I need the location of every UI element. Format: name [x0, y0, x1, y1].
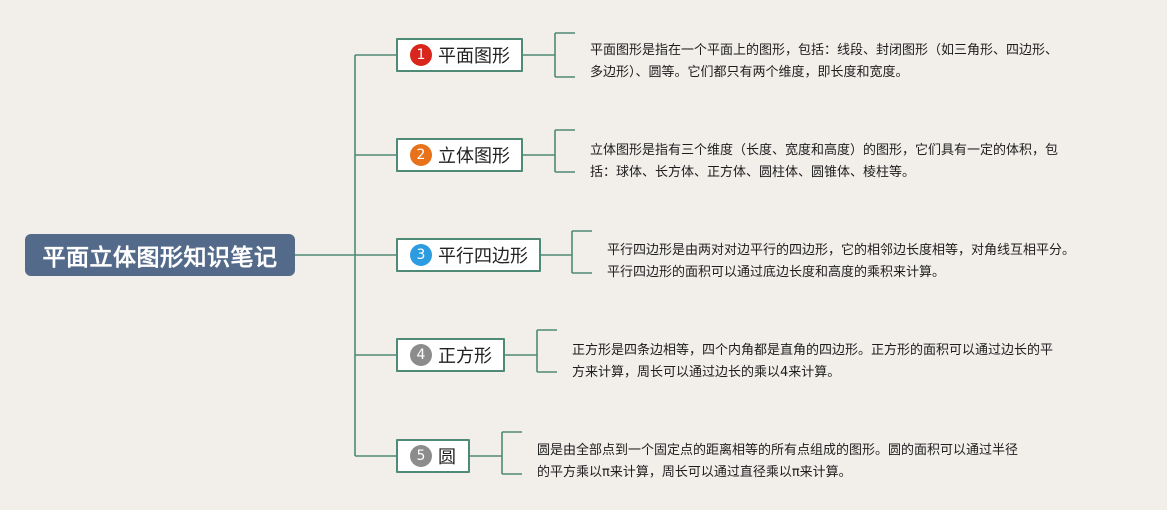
topic-square[interactable]: 4 正方形 [396, 338, 505, 372]
number-1-icon: 1 [410, 44, 432, 66]
number-4-icon: 4 [410, 344, 432, 366]
root-title: 平面立体图形知识笔记 [42, 245, 278, 271]
topic-description-2: 立体图形是指有三个维度（长度、宽度和高度）的图形，它们具有一定的体积，包括：球体… [590, 143, 1059, 180]
topic-description-4: 正方形是四条边相等，四个内角都是直角的四边形。正方形的面积可以通过边长的平方来计… [572, 343, 1054, 380]
topic-description-1: 平面图形是指在一个平面上的图形，包括：线段、封闭图形（如三角形、四边形、多边形）… [590, 43, 1059, 80]
number-3-icon: 3 [410, 244, 432, 266]
topic-label: 正方形 [438, 346, 492, 367]
detail-bracket-2 [523, 129, 575, 173]
root-topic[interactable]: 平面立体图形知识笔记 [25, 234, 295, 276]
topic-label: 平面图形 [438, 46, 510, 67]
detail-bracket-5 [470, 431, 522, 475]
topic-label: 平行四边形 [438, 246, 528, 267]
detail-bracket-4 [505, 329, 557, 373]
topic-solid-figure[interactable]: 2 立体图形 [396, 138, 523, 172]
topic-description-5: 圆是由全部点到一个固定点的距离相等的所有点组成的图形。圆的面积可以通过半径的平方… [537, 443, 1019, 480]
topic-label: 圆 [438, 447, 456, 468]
topic-circle[interactable]: 5 圆 [396, 439, 470, 473]
number-5-icon: 5 [410, 445, 432, 467]
topic-plane-figure[interactable]: 1 平面图形 [396, 38, 523, 72]
topic-label: 立体图形 [438, 146, 510, 167]
detail-bracket-3 [541, 230, 592, 274]
topic-parallelogram[interactable]: 3 平行四边形 [396, 238, 541, 272]
number-2-icon: 2 [410, 144, 432, 166]
detail-bracket-1 [523, 32, 575, 78]
topic-description-3: 平行四边形是由两对对边平行的四边形，它的相邻边长度相等，对角线互相平分。平行四边… [607, 243, 1076, 280]
